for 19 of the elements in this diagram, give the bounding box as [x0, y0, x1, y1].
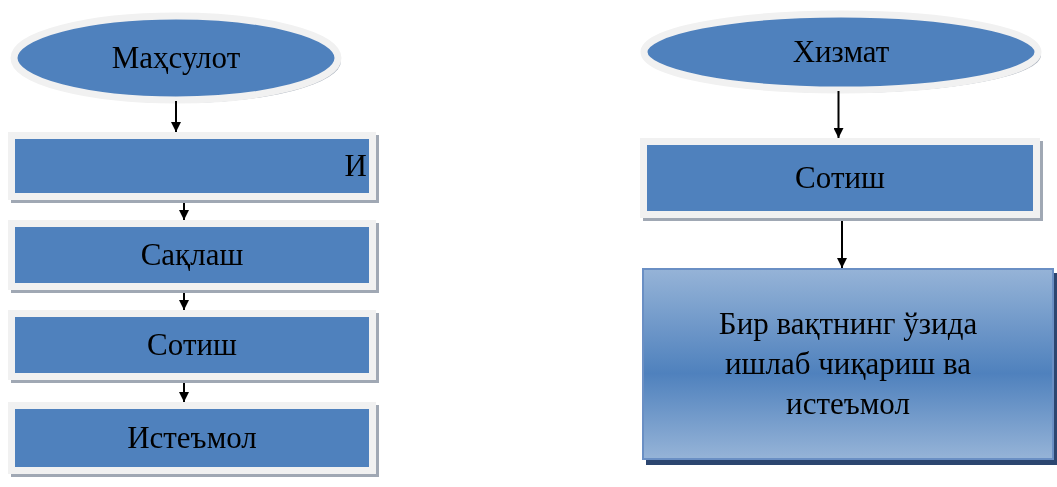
process-box	[8, 310, 376, 380]
node-label: Бир вақтнинг ўзида ишлаб чиқариш ва истеъмол	[717, 304, 979, 424]
process-box	[8, 132, 376, 200]
node-label: Истеъмол	[127, 418, 257, 457]
arrow	[833, 90, 844, 139]
node-label: Хизмат	[792, 32, 890, 71]
node-label: Сотиш	[795, 158, 885, 197]
arrow	[179, 202, 189, 221]
arrow	[837, 220, 847, 269]
node-label: И	[344, 146, 367, 185]
arrow	[179, 292, 189, 311]
arrow	[179, 382, 189, 403]
process-box	[8, 220, 376, 290]
node-label: Сақлаш	[140, 235, 244, 274]
node-label: Сотиш	[147, 325, 237, 364]
process-box	[640, 138, 1040, 218]
process-box	[8, 402, 376, 474]
node-label: Маҳсулот	[111, 38, 241, 77]
arrow	[171, 100, 181, 133]
